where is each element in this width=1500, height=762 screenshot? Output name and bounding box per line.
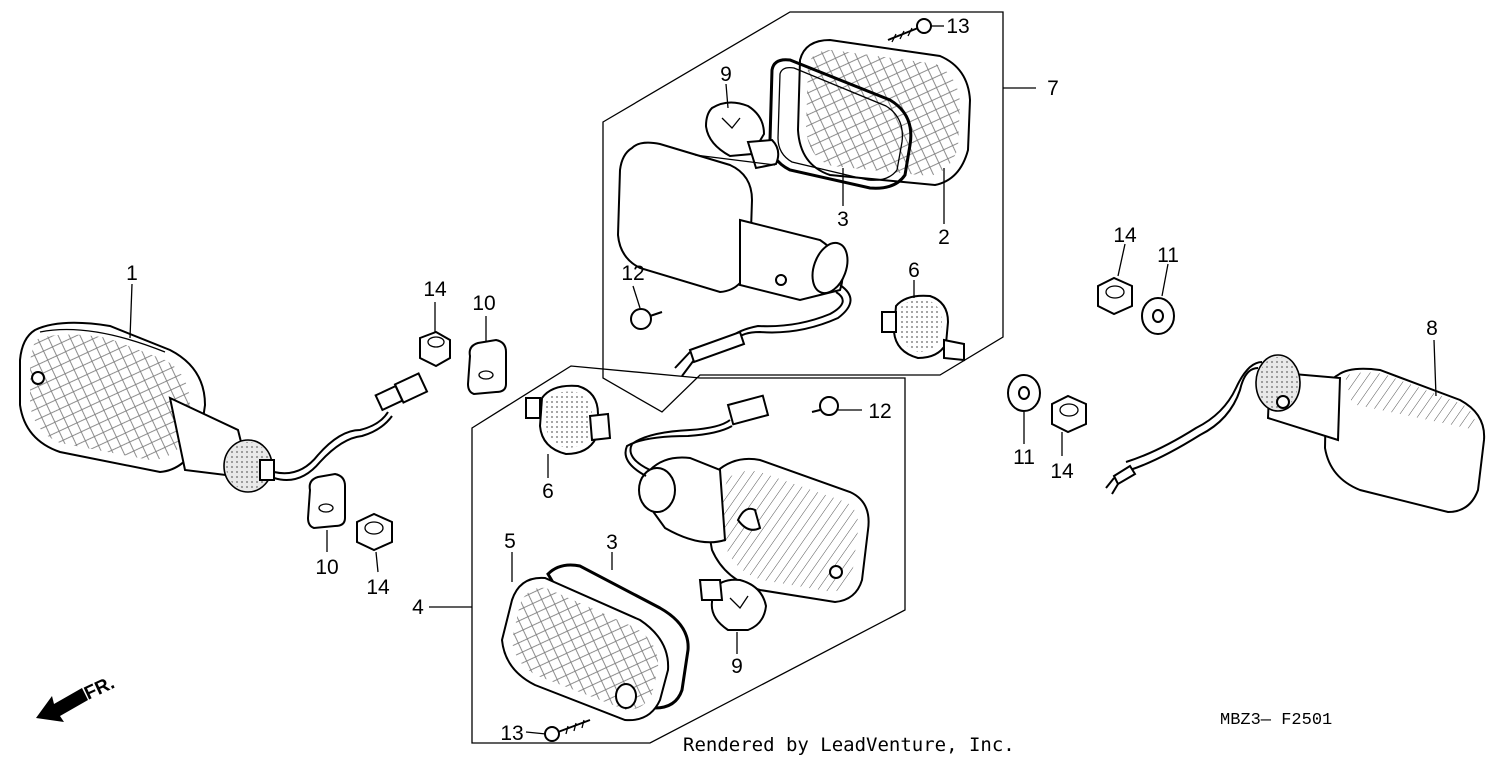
plate-10-lower — [306, 472, 346, 530]
nut-14-upper-left — [419, 330, 451, 368]
callout-10-lower: 10 — [315, 556, 338, 579]
leader-lines — [129, 25, 1437, 735]
callout-14-lower-right: 14 — [1050, 460, 1074, 483]
assembly-7-outline — [602, 11, 1004, 413]
callout-4: 4 — [412, 596, 424, 619]
front-direction-arrow-icon — [36, 688, 88, 722]
callout-14-upper-left: 14 — [423, 278, 447, 301]
callout-12-lower: 12 — [868, 400, 891, 423]
screw-12-upper — [630, 308, 663, 330]
washer-11-lower — [1007, 374, 1041, 412]
callout-7: 7 — [1047, 77, 1059, 100]
gasket-3-lower — [546, 563, 690, 710]
lens-2 — [796, 38, 972, 187]
diagram-code: MBZ3— F2501 — [1220, 711, 1332, 730]
socket-6-upper — [881, 294, 965, 362]
bulb-9-lower — [698, 578, 768, 631]
callout-14-lower-left: 14 — [366, 576, 390, 599]
socket-6-lower — [525, 384, 612, 456]
callout-6-upper: 6 — [908, 259, 920, 282]
callout-14-upper-right: 14 — [1113, 224, 1137, 247]
gasket-3-upper — [768, 58, 913, 190]
turn-signal-1 — [19, 321, 429, 493]
callout-2: 2 — [938, 226, 950, 249]
nut-14-lower-right — [1051, 394, 1087, 434]
turn-signal-8 — [1105, 354, 1486, 514]
screw-12-lower — [811, 396, 839, 416]
screw-13-upper — [887, 18, 932, 43]
washer-11-upper — [1141, 297, 1175, 335]
lens-5 — [500, 576, 670, 722]
housing-4 — [624, 394, 870, 604]
screw-13-lower — [544, 719, 591, 742]
callout-5: 5 — [504, 530, 516, 553]
render-credit: Rendered by LeadVenture, Inc. — [683, 734, 1015, 756]
callout-13-lower: 13 — [500, 722, 523, 745]
callout-9-upper: 9 — [720, 63, 732, 86]
plate-10-upper — [466, 338, 507, 396]
housing-7 — [616, 141, 852, 377]
callout-6-lower: 6 — [542, 480, 554, 503]
callout-10-upper: 10 — [472, 292, 495, 315]
callout-13-upper: 13 — [946, 15, 969, 38]
nut-14-upper-right — [1097, 276, 1133, 316]
nut-14-lower-left — [356, 512, 393, 552]
callout-1: 1 — [126, 262, 138, 285]
callout-11-upper: 11 — [1157, 244, 1179, 267]
callout-3-upper: 3 — [837, 208, 849, 231]
callout-3-lower: 3 — [606, 531, 618, 554]
assembly-4-outline — [471, 365, 906, 744]
callout-8: 8 — [1426, 317, 1438, 340]
callout-12-upper: 12 — [621, 262, 644, 285]
callout-9-lower: 9 — [731, 655, 743, 678]
bulb-9-upper — [704, 101, 780, 170]
callout-11-lower: 11 — [1013, 446, 1035, 469]
